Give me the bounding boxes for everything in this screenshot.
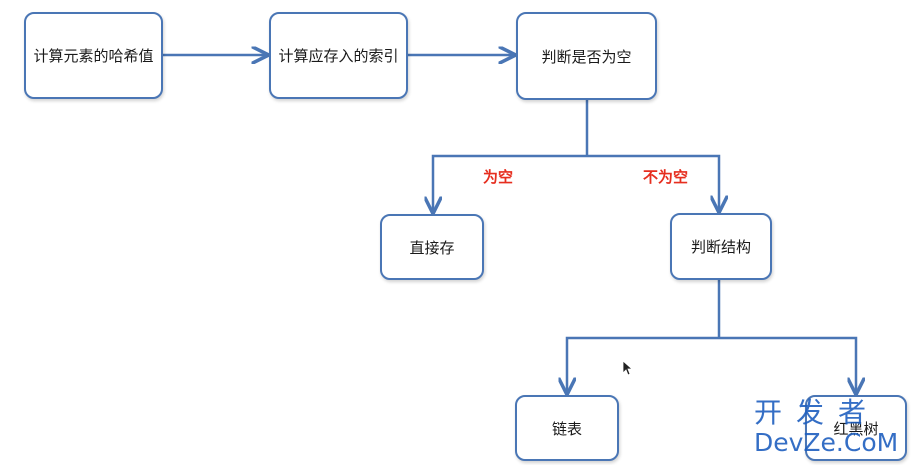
node-linked-list: 链表 [515,395,619,461]
edge-label-empty: 为空 [483,168,514,186]
watermark-line2: DevZe.CoM [754,428,899,457]
arrow-structure-to-tree [719,336,856,393]
mouse-pointer-icon [622,360,632,376]
watermark-logo: 开发者 DevZe.CoM [754,398,906,462]
node-compute-hash: 计算元素的哈希值 [24,12,163,99]
arrow-check-to-direct [433,154,587,212]
edge-label-not-empty: 不为空 [643,168,689,186]
node-store-direct: 直接存 [380,214,484,280]
node-check-empty: 判断是否为空 [516,12,657,100]
node-red-black-tree: 红黑树 [805,395,907,461]
watermark-line1: 开发者 [754,396,881,429]
arrow-check-to-structure [587,154,719,211]
node-check-structure: 判断结构 [670,213,772,280]
arrow-structure-to-list [567,336,719,393]
node-compute-index: 计算应存入的索引 [269,12,408,99]
